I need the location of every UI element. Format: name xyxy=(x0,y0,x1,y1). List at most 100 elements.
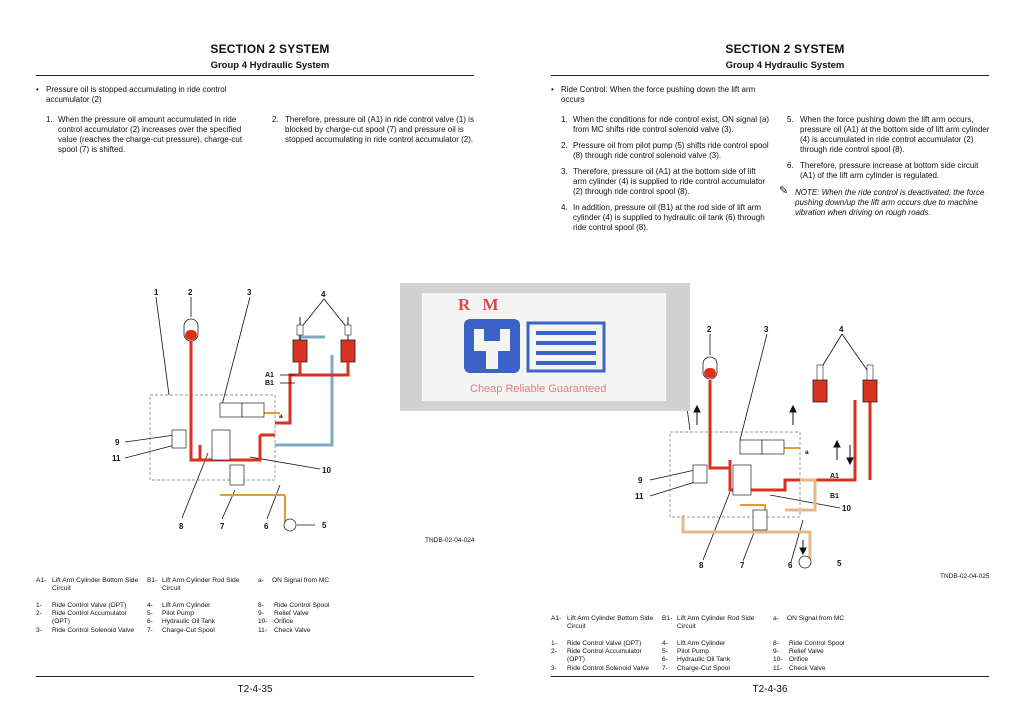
accumulator xyxy=(702,356,718,380)
legend-key: 5- xyxy=(662,648,668,655)
legend-value: Pilot Pump xyxy=(162,610,194,617)
group-title: Group 4 Hydraulic System xyxy=(210,60,330,71)
label-A1: A1 xyxy=(830,473,839,480)
label-1: 1 xyxy=(154,288,159,297)
bullet-text: Ride Control: When the force pushing dow… xyxy=(561,85,756,104)
watermark-logo-text: R M xyxy=(458,295,503,314)
legend-key: B1- xyxy=(662,615,673,622)
step-text: When the force pushing down the lift arm… xyxy=(800,115,990,154)
label-a: a xyxy=(805,449,809,456)
label-7: 7 xyxy=(740,561,745,570)
flow-arrows xyxy=(693,404,854,556)
legend-key: 10- xyxy=(258,618,268,625)
legend-key: 9- xyxy=(258,610,264,617)
header-rule xyxy=(36,75,474,76)
legend-key: B1- xyxy=(147,577,158,584)
legend-key: a- xyxy=(773,615,779,622)
legend-value: Orifice xyxy=(789,656,809,663)
label-3: 3 xyxy=(247,288,252,297)
leader-lines xyxy=(124,296,349,526)
page-number: T2-4-36 xyxy=(752,684,788,695)
legend-value: Hydraulic Oil Tank xyxy=(162,618,216,625)
drain-lines xyxy=(681,478,817,560)
step-text: Therefore, pressure oil (A1) in ride con… xyxy=(285,115,474,144)
legend-value: Ride Control Solenoid Valve xyxy=(52,627,134,634)
valve-blocks xyxy=(171,402,265,486)
footer-rule xyxy=(36,676,474,677)
legend-value: Ride Control Accumulator (OPT) xyxy=(567,648,642,664)
bullet-icon: • xyxy=(36,85,39,94)
legend-key: 5- xyxy=(147,610,153,617)
legend-key: 2- xyxy=(551,648,557,655)
label-11: 11 xyxy=(112,454,121,463)
label-6: 6 xyxy=(788,561,793,570)
valve-frame xyxy=(149,394,276,481)
watermark: R M Cheap Reliable Guaranteed xyxy=(400,283,690,411)
hydraulic-diagram: 1 2 3 4 5 6 7 8 9 11 10 A1 B1 a xyxy=(112,288,356,532)
legend-value: Ride Control Spool xyxy=(789,640,845,647)
legend-value: Charge-Cut Spool xyxy=(677,665,730,672)
page-number: T2-4-35 xyxy=(237,684,273,695)
label-10: 10 xyxy=(842,504,851,513)
legend-key: 4- xyxy=(662,640,668,647)
step-number: 1. xyxy=(561,115,568,124)
footer-rule xyxy=(551,676,989,677)
legend-key: A1- xyxy=(36,577,47,584)
step-text: Therefore, pressure oil (A1) at the bott… xyxy=(573,167,766,196)
step-text: In addition, pressure oil (B1) at the ro… xyxy=(573,203,765,232)
step-number: 5. xyxy=(787,115,794,124)
legend-key: 8- xyxy=(258,602,264,609)
label-10: 10 xyxy=(322,466,331,475)
legend-value: ON Signal from MC xyxy=(272,577,330,584)
bullet-icon: • xyxy=(551,85,554,94)
legend-value: ON Signal from MC xyxy=(787,615,845,622)
legend-key: 3- xyxy=(551,665,557,672)
legend-value: Check Valve xyxy=(274,627,311,634)
legend-key: 10- xyxy=(773,656,783,663)
legend-value: Ride Control Accumulator (OPT) xyxy=(52,610,127,626)
legend-key: 11- xyxy=(258,627,268,634)
label-4: 4 xyxy=(321,290,326,299)
legend-key: 8- xyxy=(773,640,779,647)
note-text: NOTE: When the ride control is deactivat… xyxy=(795,188,985,217)
legend-key: 3- xyxy=(36,627,42,634)
legend-value: Lift Arm Cylinder Rod Side Circuit xyxy=(162,577,240,593)
legend-key: 1- xyxy=(36,602,42,609)
legend-value: Hydraulic Oil Tank xyxy=(677,656,731,663)
step-text: Pressure oil from pilot pump (5) shifts … xyxy=(573,141,769,160)
label-7: 7 xyxy=(220,522,225,531)
legend-value: Lift Arm Cylinder xyxy=(677,640,726,647)
label-A1: A1 xyxy=(265,372,274,379)
label-2: 2 xyxy=(188,288,193,297)
legend-key: 6- xyxy=(662,656,668,663)
legend-value: Check Valve xyxy=(789,665,826,672)
step-text: When the conditions for ride control exi… xyxy=(573,115,770,134)
step-number: 4. xyxy=(561,203,568,212)
legend-key: 2- xyxy=(36,610,42,617)
label-2: 2 xyxy=(707,325,712,334)
label-4: 4 xyxy=(839,325,844,334)
legend-value: Lift Arm Cylinder xyxy=(162,602,211,609)
group-title: Group 4 Hydraulic System xyxy=(725,60,845,71)
right-page: SECTION 2 SYSTEM Group 4 Hydraulic Syste… xyxy=(515,0,1015,726)
legend-key: 1- xyxy=(551,640,557,647)
label-9: 9 xyxy=(115,438,120,447)
watermark-tagline: Cheap Reliable Guaranteed xyxy=(470,383,607,395)
label-11: 11 xyxy=(635,492,644,501)
step-number: 3. xyxy=(561,167,568,176)
label-a: a xyxy=(279,413,283,420)
note-pencil-icon: ✎ xyxy=(779,185,789,197)
legend-value: Ride Control Valve (OPT) xyxy=(52,602,127,609)
legend-value: Ride Control Solenoid Valve xyxy=(567,665,649,672)
legend-key: 7- xyxy=(662,665,668,672)
legend-value: Lift Arm Cylinder Bottom Side Circuit xyxy=(567,615,654,631)
label-8: 8 xyxy=(179,522,184,531)
legend-value: Pilot Pump xyxy=(677,648,709,655)
legend-value: Lift Arm Cylinder Rod Side Circuit xyxy=(677,615,755,631)
step-number: 2. xyxy=(272,115,279,124)
valve-frame xyxy=(669,431,801,518)
legend-value: Ride Control Valve (OPT) xyxy=(567,640,642,647)
legend-key: A1- xyxy=(551,615,562,622)
legend-key: 4- xyxy=(147,602,153,609)
legend-key: a- xyxy=(258,577,264,584)
